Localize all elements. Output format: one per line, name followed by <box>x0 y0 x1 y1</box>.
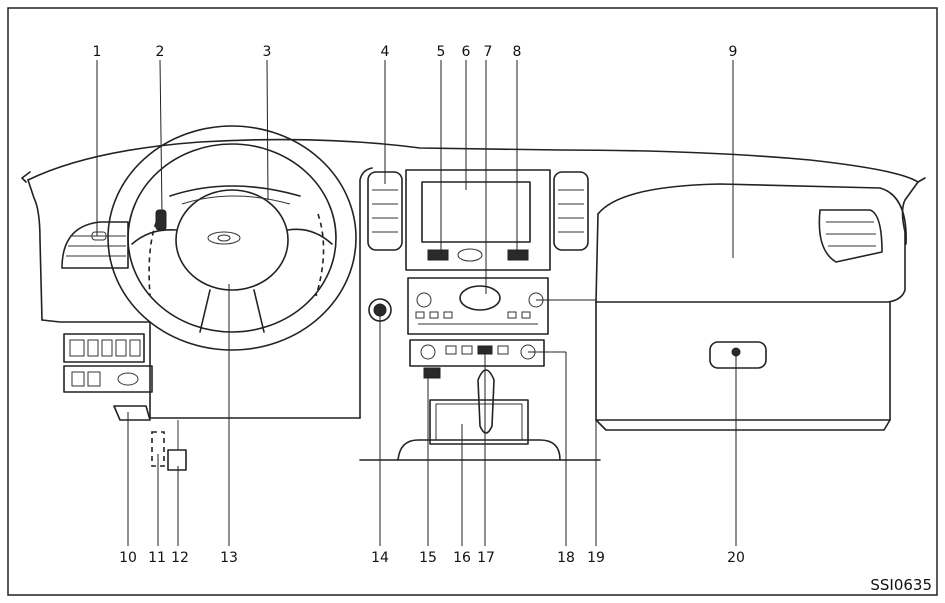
callout-16: 16 <box>453 550 471 566</box>
glove-box <box>595 183 907 369</box>
center-vent-right <box>553 171 589 251</box>
leader-lines <box>96 59 737 546</box>
control-stalks <box>148 209 325 297</box>
dashboard-outline <box>21 138 926 431</box>
callout-13: 13 <box>220 550 238 566</box>
callout-4: 4 <box>381 44 390 60</box>
figure-frame <box>7 7 938 596</box>
callout-5: 5 <box>437 44 446 60</box>
hood-release-lever <box>113 405 151 421</box>
callout-6: 6 <box>462 44 471 60</box>
callout-14: 14 <box>371 550 389 566</box>
callout-9: 9 <box>729 44 738 60</box>
callout-2: 2 <box>156 44 165 60</box>
callout-1: 1 <box>93 44 102 60</box>
center-console <box>359 367 601 461</box>
climate-control <box>409 339 545 367</box>
callout-7: 7 <box>484 44 493 60</box>
callout-3: 3 <box>263 44 272 60</box>
callout-20: 20 <box>727 550 745 566</box>
figure-code: SSI0635 <box>870 576 932 594</box>
callout-10: 10 <box>119 550 137 566</box>
parking-brake <box>151 431 165 467</box>
left-side-vent <box>61 221 129 269</box>
audio-unit <box>407 277 549 335</box>
callout-19: 19 <box>587 550 605 566</box>
meter-cluster <box>169 185 301 205</box>
callout-8: 8 <box>513 44 522 60</box>
lower-left-switches <box>63 333 153 393</box>
callout-18: 18 <box>557 550 575 566</box>
callout-12: 12 <box>171 550 189 566</box>
callout-11: 11 <box>148 550 166 566</box>
pedal-release <box>167 420 187 471</box>
right-side-vent <box>818 209 883 263</box>
callout-15: 15 <box>419 550 437 566</box>
steering-wheel <box>107 125 357 351</box>
center-display <box>405 169 551 271</box>
callout-17: 17 <box>477 550 495 566</box>
